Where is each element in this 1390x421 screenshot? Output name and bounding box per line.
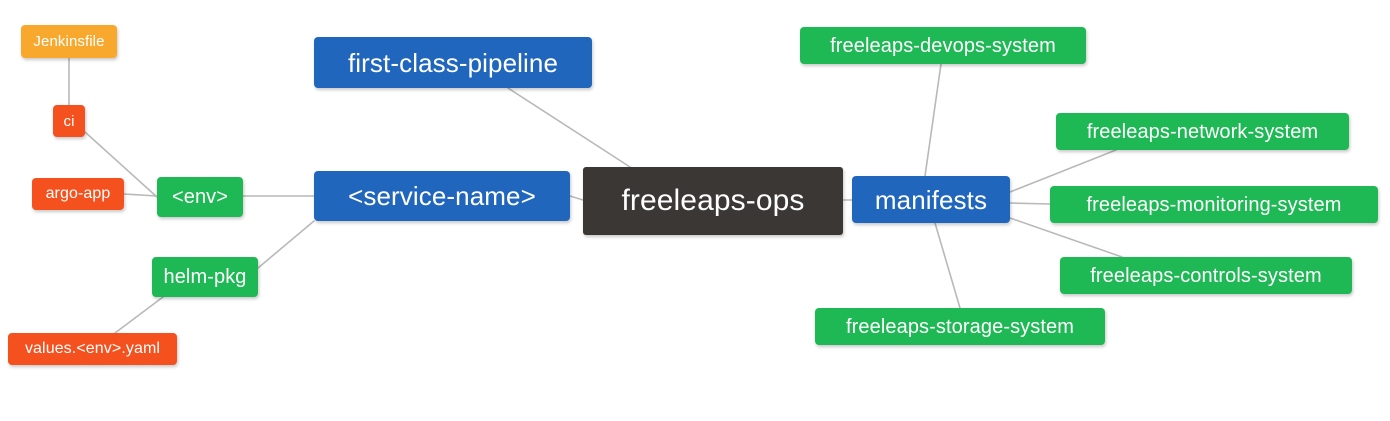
node-freeleaps-monitoring-system[interactable]: freeleaps-monitoring-system: [1050, 186, 1378, 223]
edge-manifests-to-freeleaps-devops-system: [924, 63, 942, 177]
node-helm-pkg[interactable]: helm-pkg: [152, 257, 258, 297]
edge-service-name-to-freeleaps-ops: [569, 195, 584, 201]
node-jenkinsfile[interactable]: Jenkinsfile: [21, 25, 117, 58]
node-freeleaps-devops-system[interactable]: freeleaps-devops-system: [800, 27, 1086, 64]
node-freeleaps-controls-system[interactable]: freeleaps-controls-system: [1060, 257, 1352, 294]
node-values-yaml[interactable]: values.<env>.yaml: [8, 333, 177, 365]
node-service-name[interactable]: <service-name>: [314, 171, 570, 221]
edge-argo-app-to-env: [123, 193, 158, 197]
edge-manifests-to-freeleaps-storage-system: [934, 222, 961, 309]
edge-first-class-pipeline-to-freeleaps-ops: [507, 87, 631, 168]
node-freeleaps-network-system[interactable]: freeleaps-network-system: [1056, 113, 1349, 150]
node-env[interactable]: <env>: [157, 177, 243, 217]
node-first-class-pipeline[interactable]: first-class-pipeline: [314, 37, 592, 88]
edge-helm-pkg-to-values-yaml: [114, 296, 164, 334]
edge-manifests-to-freeleaps-controls-system: [1009, 217, 1123, 258]
node-ci[interactable]: ci: [53, 105, 85, 137]
node-freeleaps-storage-system[interactable]: freeleaps-storage-system: [815, 308, 1105, 345]
edge-manifests-to-freeleaps-monitoring-system: [1009, 202, 1051, 205]
edge-service-name-to-helm-pkg: [257, 220, 315, 269]
node-manifests[interactable]: manifests: [852, 176, 1010, 223]
node-freeleaps-ops[interactable]: freeleaps-ops: [583, 167, 843, 235]
node-argo-app[interactable]: argo-app: [32, 178, 124, 210]
